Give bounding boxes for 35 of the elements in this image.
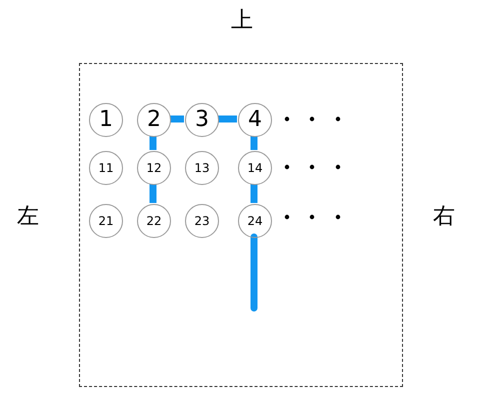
number-label: 4 <box>247 109 263 131</box>
number-circle <box>185 151 219 185</box>
direction-label: 上 <box>231 10 253 32</box>
direction-label: 左 <box>17 206 39 228</box>
number-label: 12 <box>145 162 163 174</box>
path-line <box>170 116 184 122</box>
number-circle <box>137 103 171 137</box>
number-circle <box>89 204 123 238</box>
path-line <box>250 234 258 312</box>
number-circle <box>137 204 171 238</box>
number-circle <box>185 103 219 137</box>
number-label: 24 <box>246 215 264 227</box>
number-label: 1 <box>98 109 114 131</box>
number-circle <box>238 103 272 137</box>
path-line <box>250 184 258 203</box>
path-line <box>150 184 156 203</box>
number-label: 2 <box>146 109 162 131</box>
number-circle <box>185 204 219 238</box>
direction-label: 右 <box>433 206 455 228</box>
number-circle <box>89 151 123 185</box>
number-label: 14 <box>246 162 264 174</box>
number-label: 22 <box>145 215 163 227</box>
number-label: 11 <box>97 162 115 174</box>
number-label: 21 <box>97 215 115 227</box>
number-label: 13 <box>193 162 211 174</box>
number-label: 3 <box>194 109 210 131</box>
dashed-frame <box>79 63 403 387</box>
path-line <box>250 136 258 150</box>
path-line <box>150 136 156 150</box>
number-circle <box>137 151 171 185</box>
path-line <box>218 116 237 122</box>
number-circle <box>238 151 272 185</box>
number-label: 23 <box>193 215 211 227</box>
number-circle <box>238 204 272 238</box>
number-circle <box>89 103 123 137</box>
